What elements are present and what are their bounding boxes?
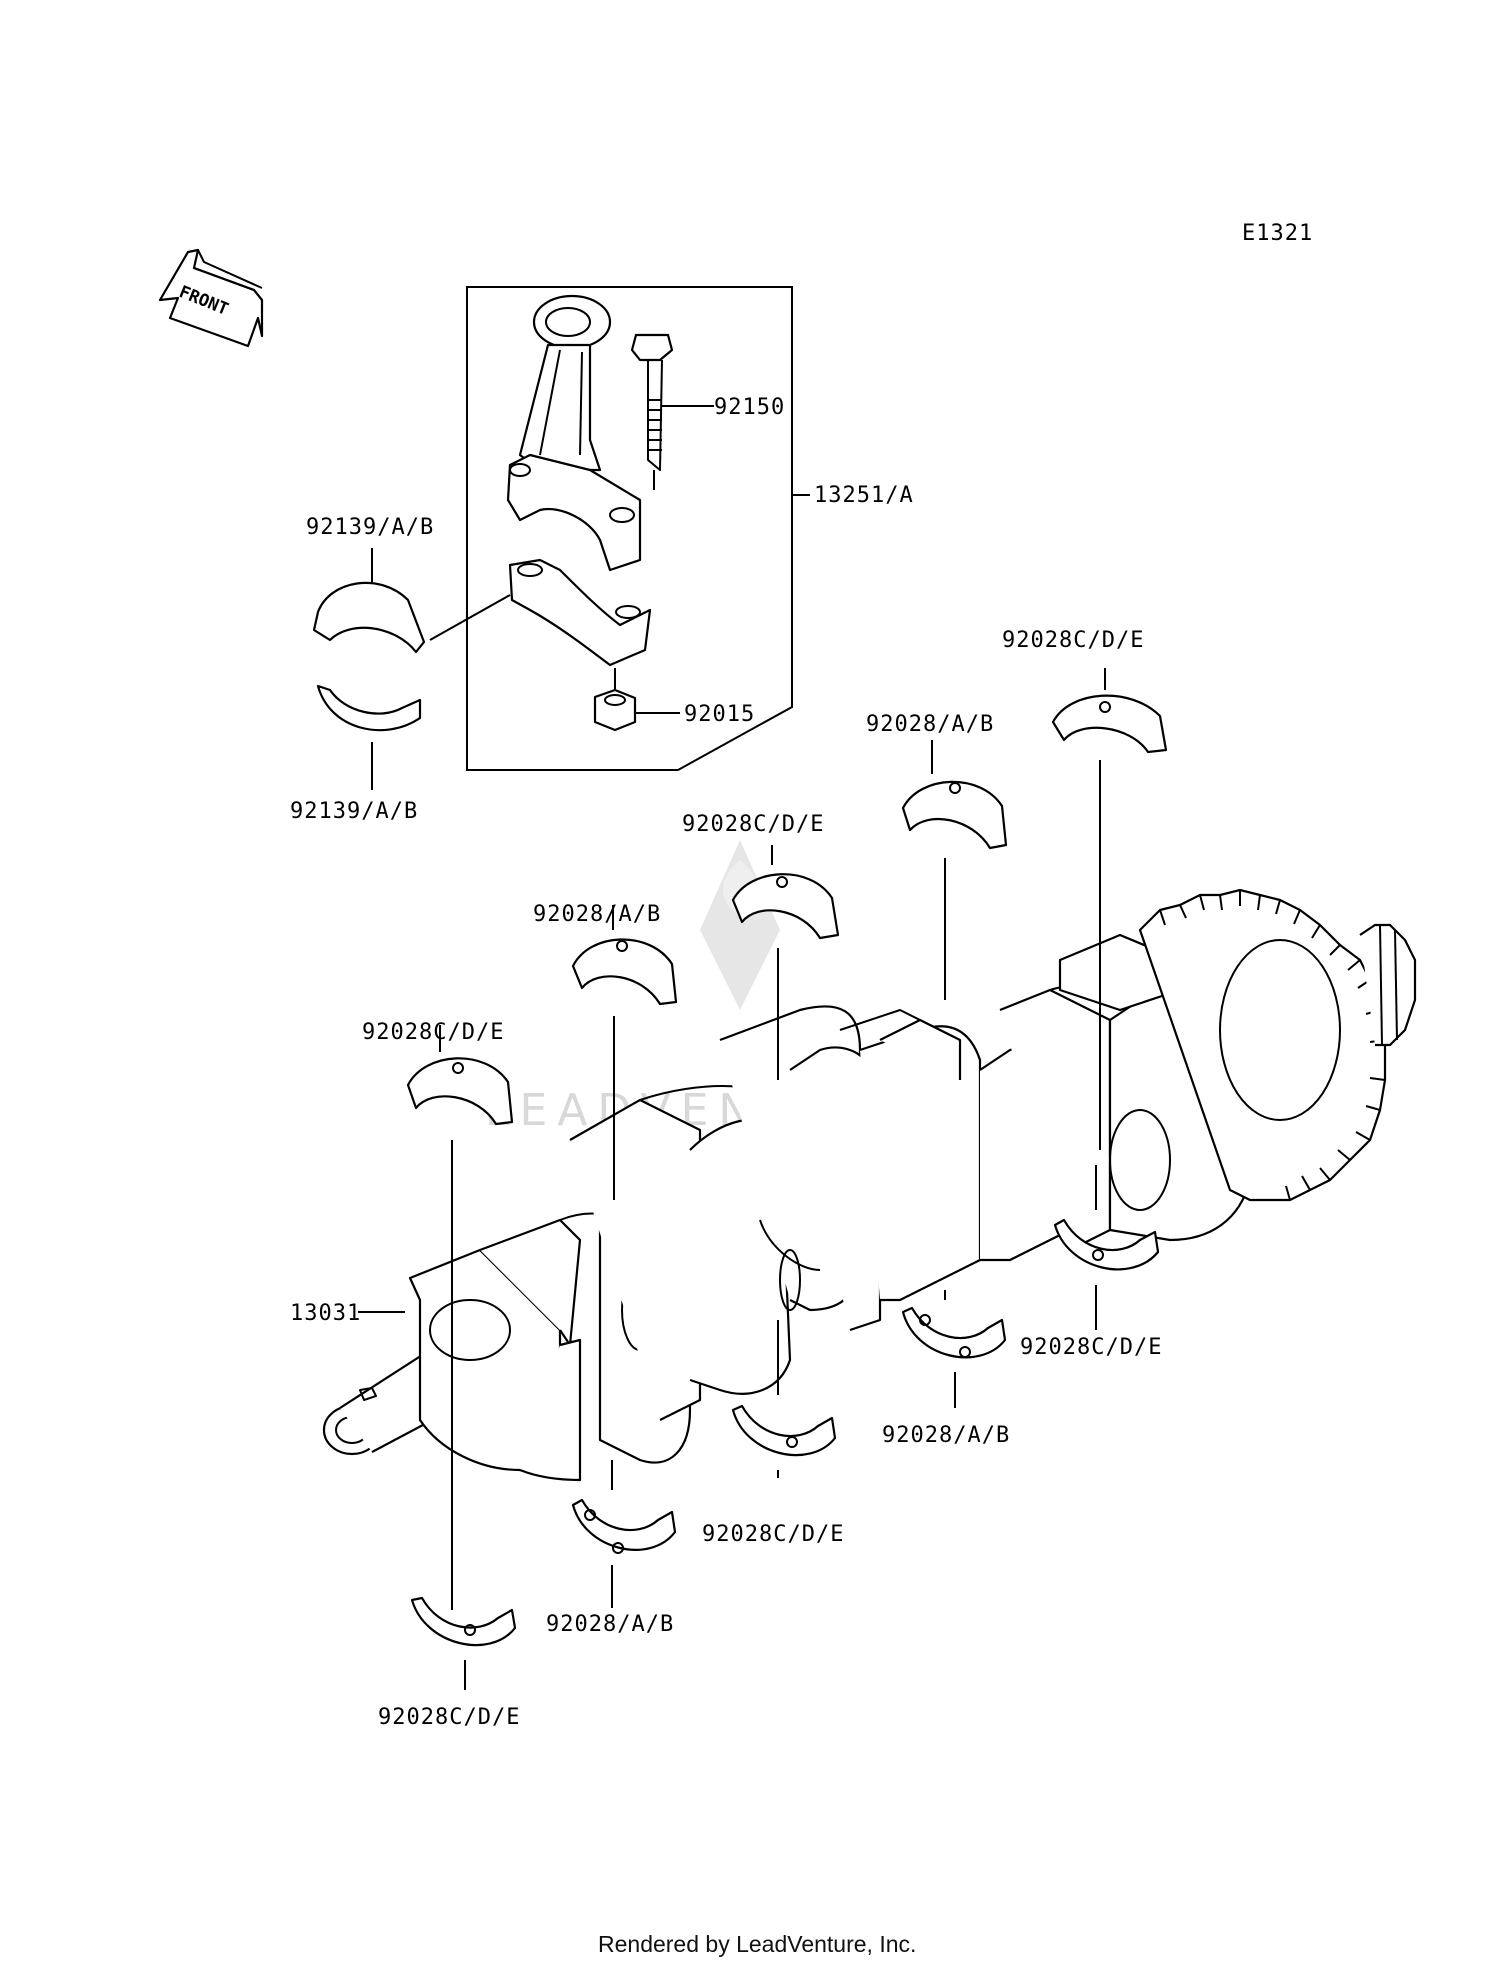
label-13251: 13251/A [814, 483, 914, 508]
main-bearing-cde-1 [1051, 668, 1168, 1150]
label-92028cde-3: 92028C/D/E [362, 1020, 504, 1045]
label-92028ab-1: 92028/A/B [866, 712, 994, 737]
main-bearing-cde-4 [410, 1596, 517, 1690]
footer-credit: Rendered by LeadVenture, Inc. [598, 1931, 916, 1957]
main-bearing-ab-3 [571, 1460, 677, 1608]
label-92028ab-4: 92028/A/B [882, 1423, 1010, 1448]
main-bearing-cde-6 [1053, 1165, 1160, 1330]
main-bearing-cde-2 [731, 845, 840, 1080]
main-bearing-ab-1 [901, 740, 1008, 1000]
label-92150: 92150 [714, 395, 785, 420]
label-92028ab-3: 92028/A/B [546, 1612, 674, 1637]
main-bearing-cde-5 [731, 1320, 837, 1478]
label-92028cde-2: 92028C/D/E [682, 812, 824, 837]
label-92028cde-4: 92028C/D/E [378, 1705, 520, 1730]
conrod-bearing-upper [312, 548, 426, 654]
crank-gear [1138, 888, 1417, 1202]
label-92028cde-1: 92028C/D/E [1002, 628, 1144, 653]
conrod-assembly-frame [466, 286, 810, 771]
label-92139-bottom: 92139/A/B [290, 799, 418, 824]
front-arrow-icon: FRONT [158, 248, 264, 348]
label-92015: 92015 [684, 702, 755, 727]
label-92139-top: 92139/A/B [306, 515, 434, 540]
label-92028ab-2: 92028/A/B [533, 902, 661, 927]
connecting-rod [506, 294, 642, 572]
conrod-bearing-lower [316, 684, 422, 790]
crankshaft [322, 888, 1417, 1482]
label-92028cde-6: 92028C/D/E [1020, 1335, 1162, 1360]
main-bearing-ab-4 [901, 1290, 1007, 1408]
label-13031: 13031 [290, 1301, 361, 1326]
diagram-code: E1321 [1242, 221, 1313, 246]
bolt-92150 [630, 333, 714, 490]
conrod-cap [429, 558, 652, 667]
main-bearing-cde-3 [406, 1025, 514, 1610]
nut-92015 [593, 668, 680, 732]
main-bearing-ab-2 [571, 905, 678, 1200]
label-92028cde-5: 92028C/D/E [702, 1522, 844, 1547]
